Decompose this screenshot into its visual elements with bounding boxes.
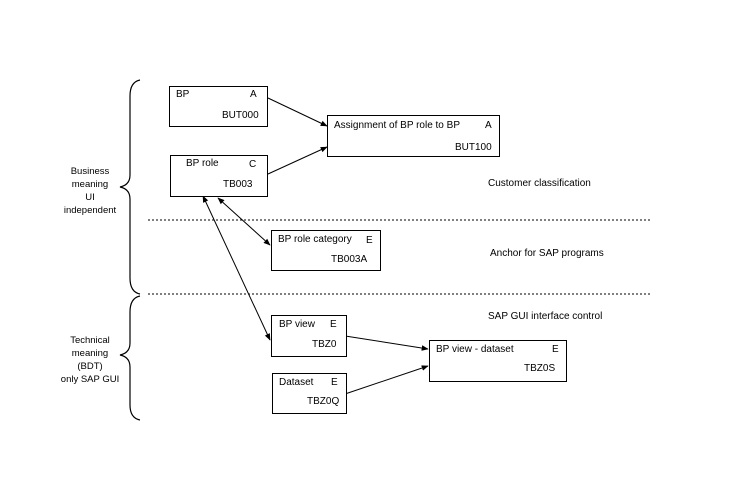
assignment-box: Assignment of BP role to BP A BUT100: [327, 115, 500, 157]
arrow-dataset-to-viewdataset: [344, 365, 429, 395]
dataset-box: Dataset E TBZ0Q: [272, 373, 347, 414]
box-name: BP view - dataset: [436, 344, 514, 355]
box-name: BP role category: [278, 234, 352, 245]
box-type: E: [330, 319, 337, 330]
brace-business: [119, 79, 141, 295]
business-label-line: UI: [85, 192, 95, 203]
box-table: BUT100: [455, 142, 492, 153]
bp-view-box: BP view E TBZ0: [271, 315, 347, 357]
business-label-line: independent: [63, 205, 117, 216]
box-table: BUT000: [222, 110, 259, 121]
anchor-label: Anchor for SAP programs: [490, 248, 604, 259]
box-name: BP view: [279, 319, 315, 330]
box-table: TBZ0Q: [307, 396, 340, 407]
box-type: E: [366, 235, 373, 246]
technical-label-line: Technical: [70, 335, 110, 346]
business-label-line: meaning: [71, 179, 109, 190]
box-type: A: [250, 89, 257, 100]
box-table: TB003: [223, 179, 253, 190]
arrow-role-category: [217, 197, 271, 246]
box-type: C: [249, 159, 257, 170]
box-name: Dataset: [279, 377, 314, 388]
technical-label: Technical meaning (BDT) only SAP GUI: [58, 334, 122, 386]
customer-classification-label: Customer classification: [488, 178, 591, 189]
role-category-box: BP role category E TB003A: [271, 230, 381, 271]
technical-label-line: (BDT): [77, 361, 103, 372]
box-table: TBZ0: [312, 339, 337, 350]
box-type: A: [485, 120, 492, 131]
view-dataset-box: BP view - dataset E TBZ0S: [429, 340, 567, 382]
box-type: E: [552, 344, 559, 355]
bp-role-box: BP role C TB003: [170, 155, 268, 197]
box-table: TB003A: [331, 254, 368, 265]
arrow-role-bpview: [202, 195, 271, 341]
gui-control-label: SAP GUI interface control: [488, 311, 603, 322]
box-name: BP: [176, 89, 190, 100]
technical-label-line: only SAP GUI: [60, 374, 120, 385]
box-name: Assignment of BP role to BP: [334, 120, 460, 131]
brace-technical: [119, 295, 141, 421]
arrow-bp-to-assignment: [267, 97, 328, 127]
box-type: E: [331, 377, 338, 388]
box-table: TBZ0S: [524, 363, 556, 374]
arrow-role-to-assignment: [267, 146, 328, 175]
box-name: BP role: [186, 158, 219, 169]
technical-label-line: meaning: [71, 348, 109, 359]
business-label: Business meaning UI independent: [58, 165, 122, 217]
business-label-line: Business: [70, 166, 110, 177]
bp-box: BP A BUT000: [169, 86, 268, 127]
